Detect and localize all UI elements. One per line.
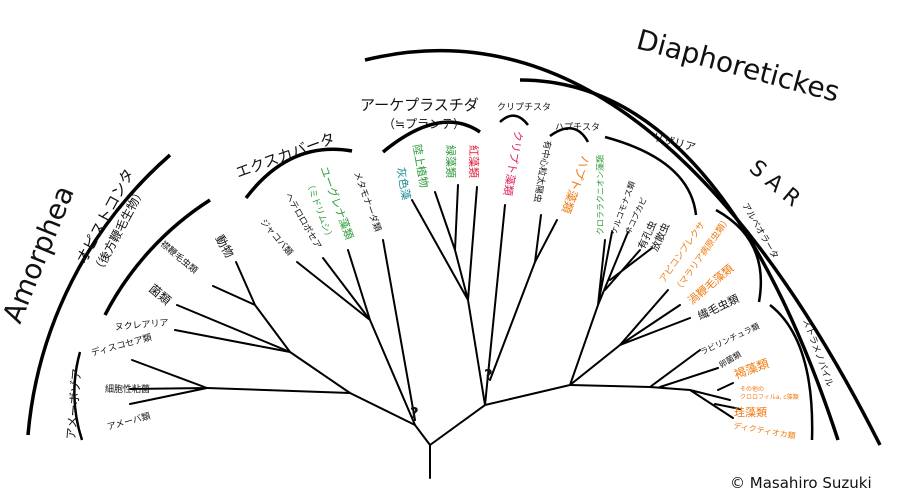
- taxon-haptophyte: ハプト藻類: [559, 154, 593, 215]
- excavata-arc: [244, 147, 353, 200]
- haptista-arc: [549, 127, 590, 143]
- opisthokonta-arc: [103, 198, 211, 316]
- taxa-labels: ディスコセア類 細胞性粘菌 アメーバ類 ヌクレアリア 菌類 襟鞭毛虫類 動物 ジ…: [90, 129, 799, 440]
- taxon-centrohelid: 有中心粒太陽虫: [531, 139, 554, 203]
- label-amoebozoa: アメーボゾア: [64, 368, 84, 440]
- label-amorphea: Amorphea: [0, 181, 81, 328]
- copyright: © Masahiro Suzuki: [730, 474, 872, 492]
- archaeplastida-arc: [381, 120, 481, 154]
- taxon-fungi: 菌類: [146, 282, 173, 308]
- amoebozoa-arc: [73, 351, 84, 441]
- diaphoretickes-arc: [364, 48, 882, 446]
- taxon-red-algae: 紅藻類: [467, 145, 480, 178]
- taxon-glaucophyte: 灰色藻: [394, 166, 414, 201]
- tree-branches: [129, 184, 741, 479]
- label-cryptista: クリプチスタ: [497, 102, 551, 113]
- taxon-jakobid: ジャコバ類: [258, 217, 295, 258]
- taxon-choanoflagellate: 襟鞭毛虫類: [158, 238, 200, 276]
- taxon-labyrinthulid: ラビリンチュラ類: [699, 321, 761, 357]
- label-sar: S A R: [744, 155, 805, 212]
- taxon-green-algae: 緑藻類: [444, 145, 458, 178]
- taxon-chlorarachniophyte: クロララクニオン藻類: [595, 155, 605, 235]
- taxon-nucleariid: ヌクレアリア: [114, 317, 169, 333]
- rhizaria-arc: [604, 135, 698, 216]
- taxon-slime-mold: 細胞性粘菌: [105, 383, 150, 395]
- alveolata-arc: [715, 208, 763, 303]
- label-haptista: ハプチスタ: [555, 122, 600, 133]
- taxon-diatom: 珪藻類: [734, 405, 767, 419]
- cryptista-arc: [499, 114, 529, 126]
- unknown-node-mark: ?: [410, 404, 419, 422]
- amorphea-arc: [26, 153, 172, 436]
- stramenopiles-arc: [769, 304, 814, 441]
- taxon-land-plants: 陸上植物: [410, 143, 431, 189]
- taxon-other-ac-2: クロロフィルa, c藻類: [740, 393, 799, 401]
- label-archaeplastida-sub: （≒プランテ）: [383, 117, 465, 131]
- taxon-dictyochophyte: ディクティオカ類: [733, 420, 797, 441]
- label-archaeplastida: アーケプラスチダ: [360, 96, 479, 114]
- unknown-node-mark: ?: [484, 366, 493, 384]
- taxon-cryptophyte: クリプト藻類: [501, 129, 525, 196]
- taxon-other-ac-1: その他の: [740, 385, 764, 393]
- sar-arc: [519, 78, 840, 441]
- label-diaphoretickes: Diaphoretickes: [633, 23, 843, 109]
- taxon-discosea: ディスコセア類: [90, 331, 153, 359]
- taxon-amoeba: アメーバ類: [106, 411, 152, 433]
- taxon-metamonada: メタモナーダ類: [351, 170, 384, 233]
- taxon-animals: 動物: [212, 233, 236, 261]
